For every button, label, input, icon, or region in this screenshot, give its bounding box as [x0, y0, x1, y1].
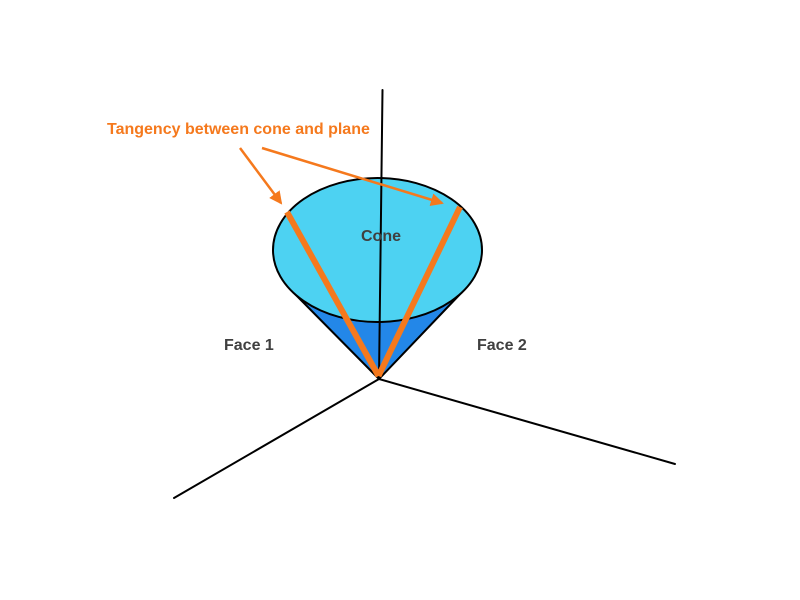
tangency-annotation: Tangency between cone and plane — [107, 121, 370, 138]
vertical-axis-line — [378, 89, 384, 380]
right-axis-line — [378, 378, 676, 465]
left-axis-line — [173, 378, 380, 499]
cone-top-ellipse — [272, 177, 483, 323]
left-tangency-line — [284, 210, 382, 378]
right-tangency-line — [375, 205, 463, 378]
cone-label: Cone — [361, 228, 401, 245]
left-annotation-arrow — [238, 147, 283, 205]
face1-label: Face 1 — [224, 337, 274, 354]
right-annotation-arrow — [261, 146, 444, 206]
face2-label: Face 2 — [477, 337, 527, 354]
